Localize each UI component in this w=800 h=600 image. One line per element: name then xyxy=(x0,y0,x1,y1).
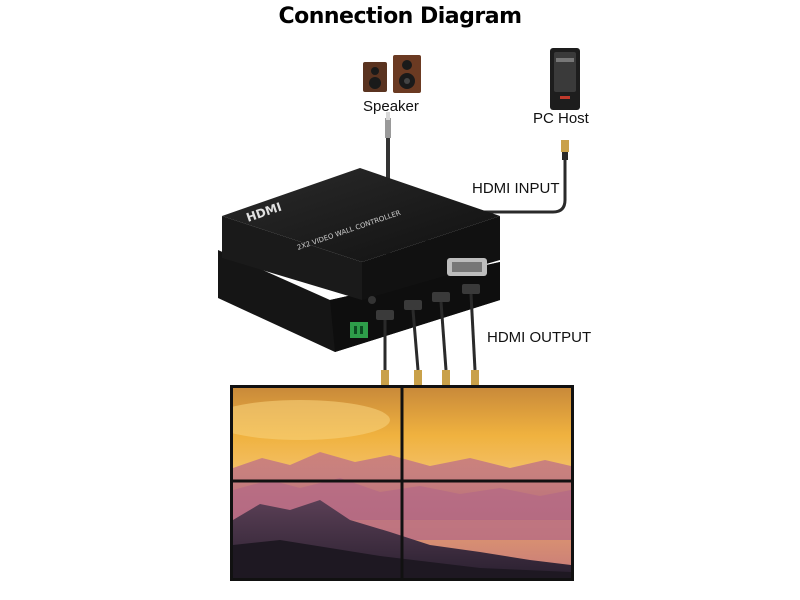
hdmi-output-cable-1 xyxy=(381,320,389,386)
hdmi-output-cable-4 xyxy=(469,293,479,386)
video-wall-controller: HDMI 2X2 VIDEO WALL CONTROLLER xyxy=(218,168,500,352)
pc-host-label: PC Host xyxy=(533,110,589,127)
speaker-label: Speaker xyxy=(363,98,419,115)
hdmi-output-cable-3 xyxy=(439,301,450,386)
video-wall xyxy=(230,385,574,581)
hdmi-input-label: HDMI INPUT xyxy=(472,180,560,197)
pc-host-icon xyxy=(550,48,580,110)
hdmi-output-cable-2 xyxy=(411,309,422,386)
hdmi-output-label: HDMI OUTPUT xyxy=(487,329,592,346)
hdmi-output-cables xyxy=(381,293,479,386)
speaker-icon xyxy=(363,55,421,93)
diagram-title: Connection Diagram xyxy=(278,4,522,29)
controller-ports xyxy=(350,258,487,338)
